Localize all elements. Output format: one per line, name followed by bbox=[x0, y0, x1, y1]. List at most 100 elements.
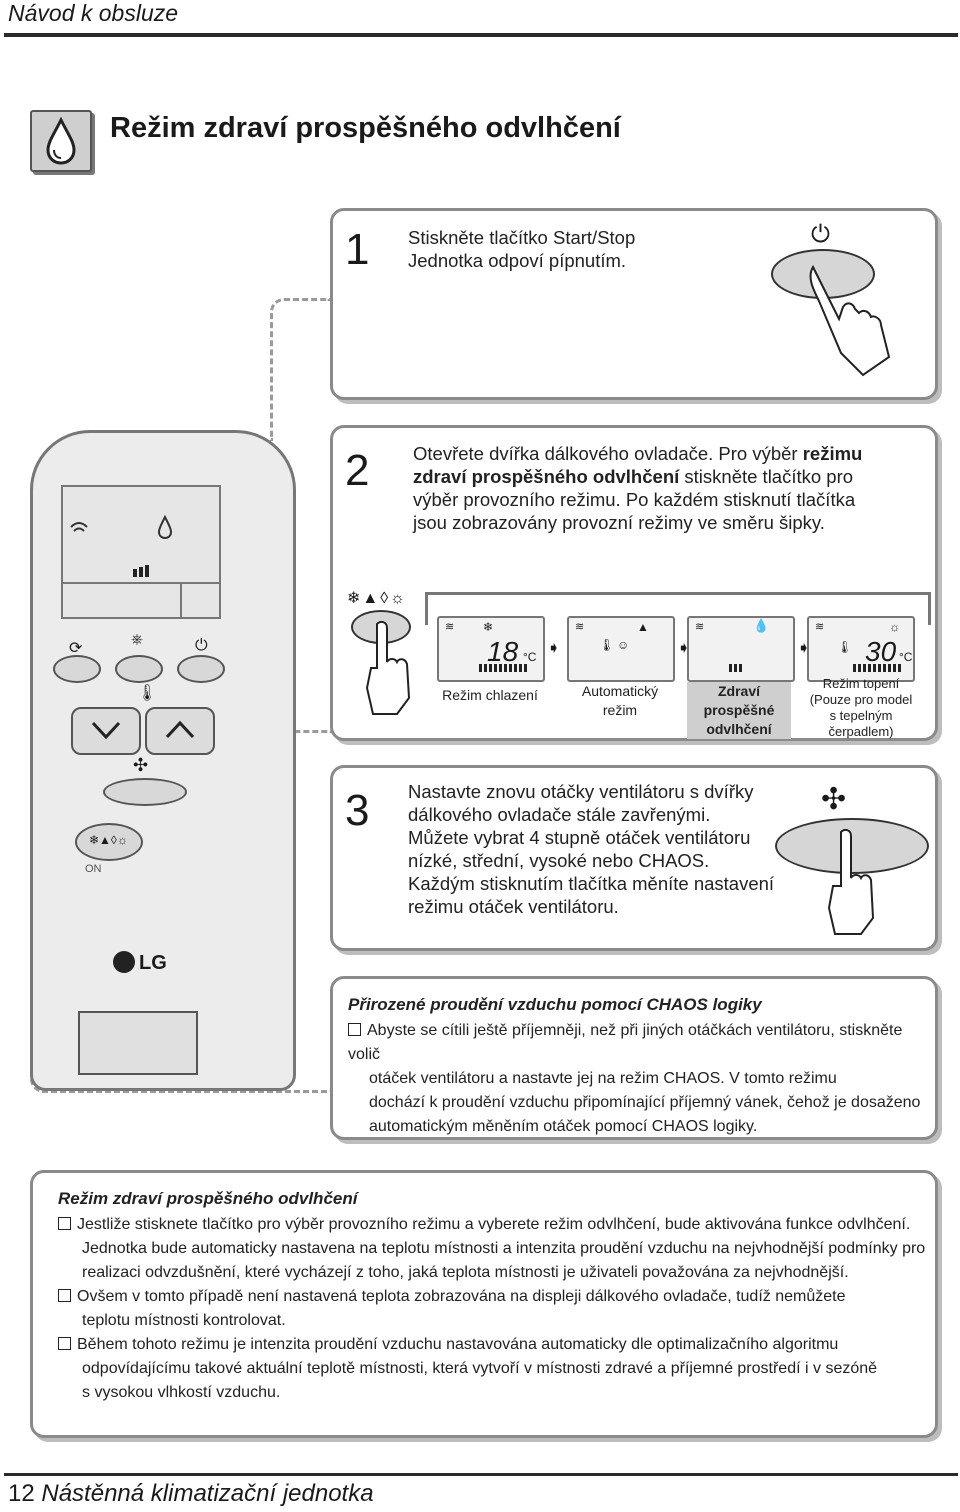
lg-logo: LG bbox=[113, 951, 167, 975]
step-text-line: jsou zobrazovány provozní režimy ve směr… bbox=[413, 512, 825, 533]
step-number: 1 bbox=[345, 225, 370, 274]
swing-button[interactable] bbox=[53, 655, 101, 683]
mode-label-heating: Režim topení (Pouze pro model s tepelným… bbox=[797, 676, 925, 740]
step-text-line: Můžete vybrat 4 stupně otáček ventilátor… bbox=[408, 827, 751, 848]
pressing-hand-icon bbox=[363, 618, 413, 723]
thermometer-icon: 🌡 bbox=[837, 640, 853, 654]
lcd-cooling: ≋ ❄ 18 °C bbox=[437, 616, 545, 682]
snowflake-icon: ❄ bbox=[483, 620, 494, 634]
step-2-text: Otevřete dvířka dálkového ovladače. Pro … bbox=[413, 442, 862, 534]
lcd-temp-unit: °C bbox=[899, 650, 913, 664]
dehumidify-note-card: Režim zdraví prospěšného odvlhčení Jestl… bbox=[30, 1170, 938, 1438]
droplet-icon bbox=[30, 110, 92, 172]
wifi-icon: ≋ bbox=[695, 621, 705, 633]
lcd-temp-value: 18 bbox=[487, 636, 519, 667]
step-text-line: Otevřete dvířka dálkového ovladače. Pro … bbox=[413, 443, 803, 464]
wifi-icon: ≋ bbox=[445, 621, 455, 633]
header-rule bbox=[4, 33, 958, 37]
mode-label-cooling: Režim chlazení bbox=[437, 686, 543, 705]
section-title: Režim zdraví prospěšného odvlhčení bbox=[110, 112, 621, 144]
swing-icon: ⟳ bbox=[69, 640, 83, 657]
note-item: Abyste se cítili ještě příjemněji, než p… bbox=[348, 1019, 928, 1139]
lcd-auto: ≋ ▲ 🌡 ☺ bbox=[567, 616, 675, 682]
note-line: dochází k proudění vzduchu připomínající… bbox=[369, 1094, 921, 1111]
lg-brand-text: LG bbox=[139, 952, 167, 974]
power-icon: ⏻ bbox=[195, 637, 208, 654]
note-line: Jestliže stisknete tlačítko pro výběr pr… bbox=[77, 1216, 911, 1233]
step-text-line: výběr provozního režimu. Po každém stisk… bbox=[413, 489, 856, 510]
lcd-temp-unit: °C bbox=[523, 650, 537, 664]
mode-label-line: Zdraví prospěšné bbox=[703, 683, 775, 718]
flow-arrow: ➧ bbox=[547, 640, 561, 657]
lcd-dehumidify: ≋ 💧 bbox=[687, 616, 795, 682]
step-text-line: Nastavte znovu otáčky ventilátoru s dvíř… bbox=[408, 781, 754, 802]
mode-cycle-arrow bbox=[425, 592, 931, 625]
footer-title: Nástěnná klimatizační jednotka bbox=[41, 1480, 374, 1507]
note-line: s vysokou vlhkostí vzduchu. bbox=[82, 1384, 281, 1401]
thermometer-icon: 🌡 bbox=[599, 638, 615, 652]
mode-label-line: (Pouze pro model bbox=[809, 692, 913, 707]
fan-bars bbox=[853, 664, 901, 672]
droplet-icon: 💧 bbox=[753, 618, 770, 633]
step-text-bold: zdraví prospěšného odvlhčení bbox=[413, 466, 680, 487]
mode-select-button[interactable]: ❄▲◊☼ bbox=[75, 823, 143, 861]
note-line: Během tohoto režimu je intenzita prouděn… bbox=[77, 1336, 839, 1353]
note-line: Abyste se cítili ještě příjemněji, než p… bbox=[348, 1022, 903, 1063]
mode-label-line: režim bbox=[602, 702, 638, 718]
step-number: 2 bbox=[345, 446, 370, 495]
smile-icon: ☺ bbox=[617, 638, 630, 652]
temp-down-button[interactable] bbox=[71, 707, 141, 755]
remote-display bbox=[61, 485, 221, 619]
fan-bars bbox=[479, 664, 527, 672]
jet-mode-button[interactable] bbox=[115, 655, 163, 683]
footer: 12 Nástěnná klimatizační jednotka bbox=[8, 1480, 374, 1508]
page-number: 12 bbox=[8, 1480, 35, 1507]
step-text-line: režimu otáček ventilátoru. bbox=[408, 896, 619, 917]
mode-label-dehumidify: Zdraví prospěšné odvlhčení bbox=[687, 682, 791, 739]
sun-icon: ☼ bbox=[889, 620, 900, 634]
note-line: Ovšem v tomto případě není nastavená tep… bbox=[77, 1288, 846, 1305]
step-text-line: Jednotka odpoví pípnutím. bbox=[408, 250, 627, 271]
mode-label-line: odvlhčení bbox=[706, 721, 772, 737]
step-2-card: 2 Otevřete dvířka dálkového ovladače. Pr… bbox=[330, 425, 938, 741]
mode-swing-icon: ⎈ bbox=[131, 631, 144, 648]
step-number: 3 bbox=[345, 786, 370, 835]
footer-rule bbox=[4, 1473, 958, 1476]
step-text-line: dálkového ovladače stále zavřenými. bbox=[408, 804, 711, 825]
note-line: otáček ventilátoru a nastavte jej na rež… bbox=[369, 1070, 837, 1087]
mode-label-line: Automatický bbox=[581, 683, 659, 699]
step-3-text: Nastavte znovu otáčky ventilátoru s dvíř… bbox=[408, 780, 774, 918]
thermometer-icon: 🌡 bbox=[137, 685, 158, 702]
wifi-icon: ≋ bbox=[815, 621, 825, 633]
step-text-line: Stiskněte tlačítko Start/Stop bbox=[408, 227, 636, 248]
wifi-icon: ≋ bbox=[575, 621, 585, 633]
mode-icons-row: ❄▲◊☼ bbox=[347, 590, 407, 607]
note-line: odpovídajícímu takové aktuální teplotě m… bbox=[82, 1360, 878, 1377]
step-text-bold: režimu bbox=[802, 443, 863, 464]
note-title: Režim zdraví prospěšného odvlhčení bbox=[58, 1189, 358, 1208]
fan-icon: ✣ bbox=[821, 783, 847, 816]
mode-label-line: s tepelným čerpadlem) bbox=[828, 708, 894, 739]
note-line: Jednotka bude automaticky nastavena na t… bbox=[82, 1240, 926, 1257]
step-text-line: Každým stisknutím tlačítka měníte nastav… bbox=[408, 873, 775, 894]
mode-label-auto: Automatický režim bbox=[567, 682, 673, 720]
checkbox-bullet-icon bbox=[58, 1337, 71, 1350]
fan-bars bbox=[729, 664, 743, 672]
step-text-line: nízké, střední, vysoké nebo CHAOS. bbox=[408, 850, 710, 871]
fan-speed-button[interactable] bbox=[103, 778, 187, 806]
chaos-note-card: Přirozené proudění vzduchu pomocí CHAOS … bbox=[330, 976, 938, 1140]
lcd-temp-value: 30 bbox=[865, 636, 897, 667]
start-stop-button[interactable] bbox=[177, 655, 225, 683]
checkbox-bullet-icon bbox=[348, 1023, 361, 1036]
temp-up-button[interactable] bbox=[145, 707, 215, 755]
connector-step1 bbox=[270, 298, 331, 441]
step-text-line: stiskněte tlačítko pro bbox=[679, 466, 854, 487]
note-title: Přirozené proudění vzduchu pomocí CHAOS … bbox=[348, 995, 762, 1014]
remote-control: ⟳ ⎈ ⏻ 🌡 ✣ ❄▲◊☼ ON LG bbox=[30, 430, 296, 1091]
checkbox-bullet-icon bbox=[58, 1217, 71, 1230]
mode-label-line: Režim chlazení bbox=[442, 687, 538, 703]
remote-cover bbox=[78, 1011, 198, 1075]
step-1-text: Stiskněte tlačítko Start/Stop Jednotka o… bbox=[408, 226, 635, 272]
remote-on-label: ON bbox=[85, 863, 102, 875]
note-line: realizaci odvzdušnění, které vycházejí z… bbox=[82, 1264, 849, 1281]
